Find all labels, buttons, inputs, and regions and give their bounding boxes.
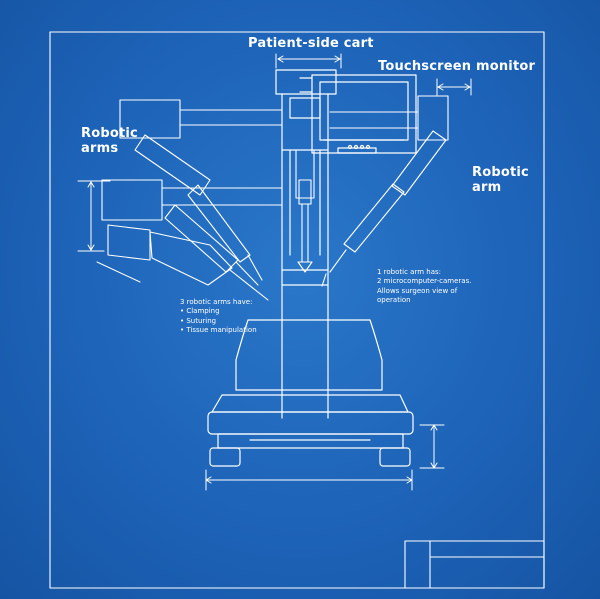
left-robotic-arms <box>101 99 283 301</box>
note-three-arms-item: • Suturing <box>180 316 217 325</box>
central-column <box>275 69 337 419</box>
label-robotic-arms-line2: arms <box>81 140 119 156</box>
dimension-lines <box>77 53 472 491</box>
right-robotic-arm <box>321 95 449 287</box>
note-three-arms-title: 3 robotic arms have: <box>180 298 253 306</box>
label-robotic-arms-line1: Robotic <box>81 126 138 141</box>
center-camera-arm <box>295 149 315 273</box>
note-one-arm-line: 2 microcomputer-cameras. <box>377 277 472 286</box>
label-robotic-arm-line2: arm <box>472 179 502 195</box>
label-patient-side-cart: Patient-side cart <box>248 36 374 51</box>
note-one-arm-line: operation <box>377 296 411 305</box>
touchscreen-monitor <box>299 74 417 154</box>
note-three-arms-item: • Clamping <box>180 307 220 316</box>
note-one-arm: 1 robotic arm has: 2 microcomputer-camer… <box>377 268 471 306</box>
note-one-arm-line: 1 robotic arm has: <box>377 268 441 276</box>
note-three-arms: 3 robotic arms have: • Clamping • Suturi… <box>180 298 257 336</box>
note-one-arm-line: Allows surgeon view of <box>377 286 458 295</box>
label-touchscreen-monitor: Touchscreen monitor <box>378 59 536 74</box>
cart-base <box>207 319 414 467</box>
label-robotic-arms: Robotic arms <box>81 126 138 157</box>
label-robotic-arm-line1: Robotic <box>472 165 529 180</box>
title-block <box>404 540 545 589</box>
blueprint-frame <box>49 31 545 589</box>
label-robotic-arm: Robotic arm <box>472 165 529 196</box>
note-three-arms-item: • Tissue manipulation <box>180 326 257 335</box>
